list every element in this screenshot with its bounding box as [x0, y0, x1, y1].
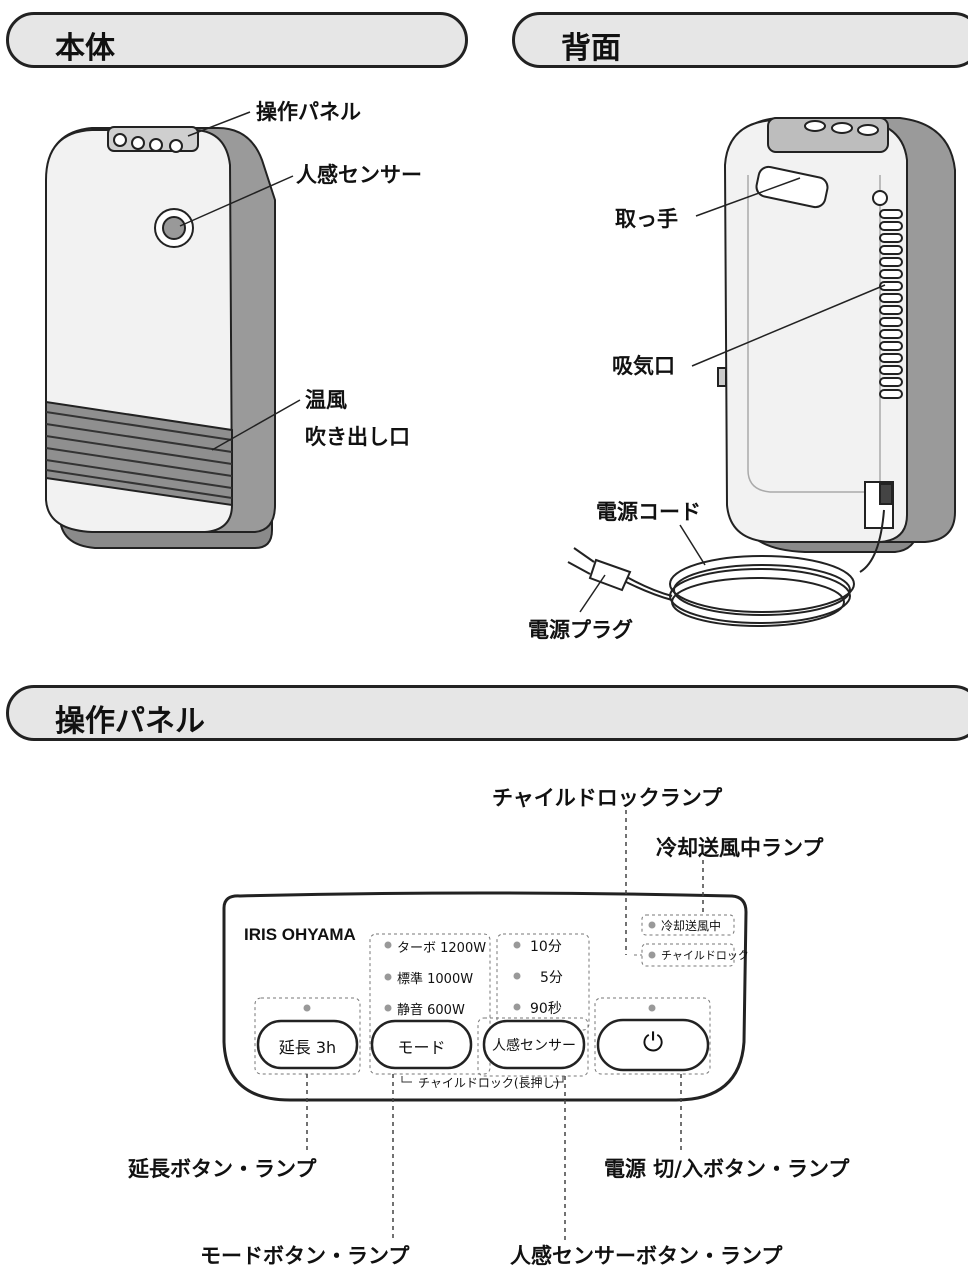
sensor-option-10min: 10分 [530, 939, 562, 955]
intake-vents [879, 209, 903, 399]
section-title-panel: 操作パネル [55, 704, 205, 739]
label-motion-sensor: 人感センサー [296, 163, 422, 187]
callout-mode-button-lamp: モードボタン・ランプ [200, 1244, 410, 1268]
front-callout-lines [179, 111, 301, 451]
mode-button[interactable]: モード [397, 1038, 446, 1057]
cooling-lamp-label: 冷却送風中 [661, 919, 722, 933]
label-warm-air-outlet-1: 温風 [305, 388, 347, 412]
heater-back-illustration [717, 117, 956, 553]
callout-child-lock-lamp: チャイルドロックランプ [492, 786, 723, 810]
mode-option-quiet: 静音 600W [397, 1003, 465, 1018]
label-intake: 吸気口 [612, 354, 675, 378]
control-panel-illustration [222, 891, 748, 1102]
heater-front-illustration [45, 126, 276, 549]
power-button[interactable]: ⏻ [642, 1028, 664, 1058]
section-title-back: 背面 [561, 31, 621, 66]
sensor-button[interactable]: 人感センサー [492, 1038, 576, 1054]
section-header-back: 背面 [512, 12, 968, 68]
callout-sensor-button-lamp: 人感センサーボタン・ランプ [510, 1244, 783, 1268]
back-callout-lines [579, 177, 886, 613]
label-handle: 取っ手 [615, 207, 678, 231]
section-header-main-body: 本体 [6, 12, 468, 68]
label-power-cord: 電源コード [596, 500, 701, 524]
sensor-option-5min: 5分 [540, 970, 563, 986]
label-power-plug: 電源プラグ [528, 618, 633, 642]
child-lock-note: チャイルドロック(長押し) [418, 1076, 560, 1090]
extend-button[interactable]: 延長 3h [278, 1038, 337, 1057]
label-control-panel: 操作パネル [256, 100, 361, 124]
panel-callout-lines [306, 810, 704, 1240]
callout-power-button-lamp: 電源 切/入ボタン・ランプ [604, 1157, 850, 1181]
mode-option-turbo: ターボ 1200W [397, 941, 487, 956]
callout-cooling-lamp: 冷却送風中ランプ [656, 836, 824, 860]
sensor-option-90sec: 90秒 [530, 1001, 562, 1017]
power-cord-illustration [567, 509, 885, 627]
child-lock-lamp-label: チャイルドロック [661, 949, 749, 962]
section-title-main-body: 本体 [55, 31, 115, 66]
callout-extend-button-lamp: 延長ボタン・ランプ [128, 1157, 317, 1181]
section-header-panel: 操作パネル [6, 685, 968, 741]
panel-brand: IRIS OHYAMA [244, 925, 356, 944]
label-warm-air-outlet-2: 吹き出し口 [305, 425, 410, 449]
mode-option-standard: 標準 1000W [397, 972, 474, 987]
